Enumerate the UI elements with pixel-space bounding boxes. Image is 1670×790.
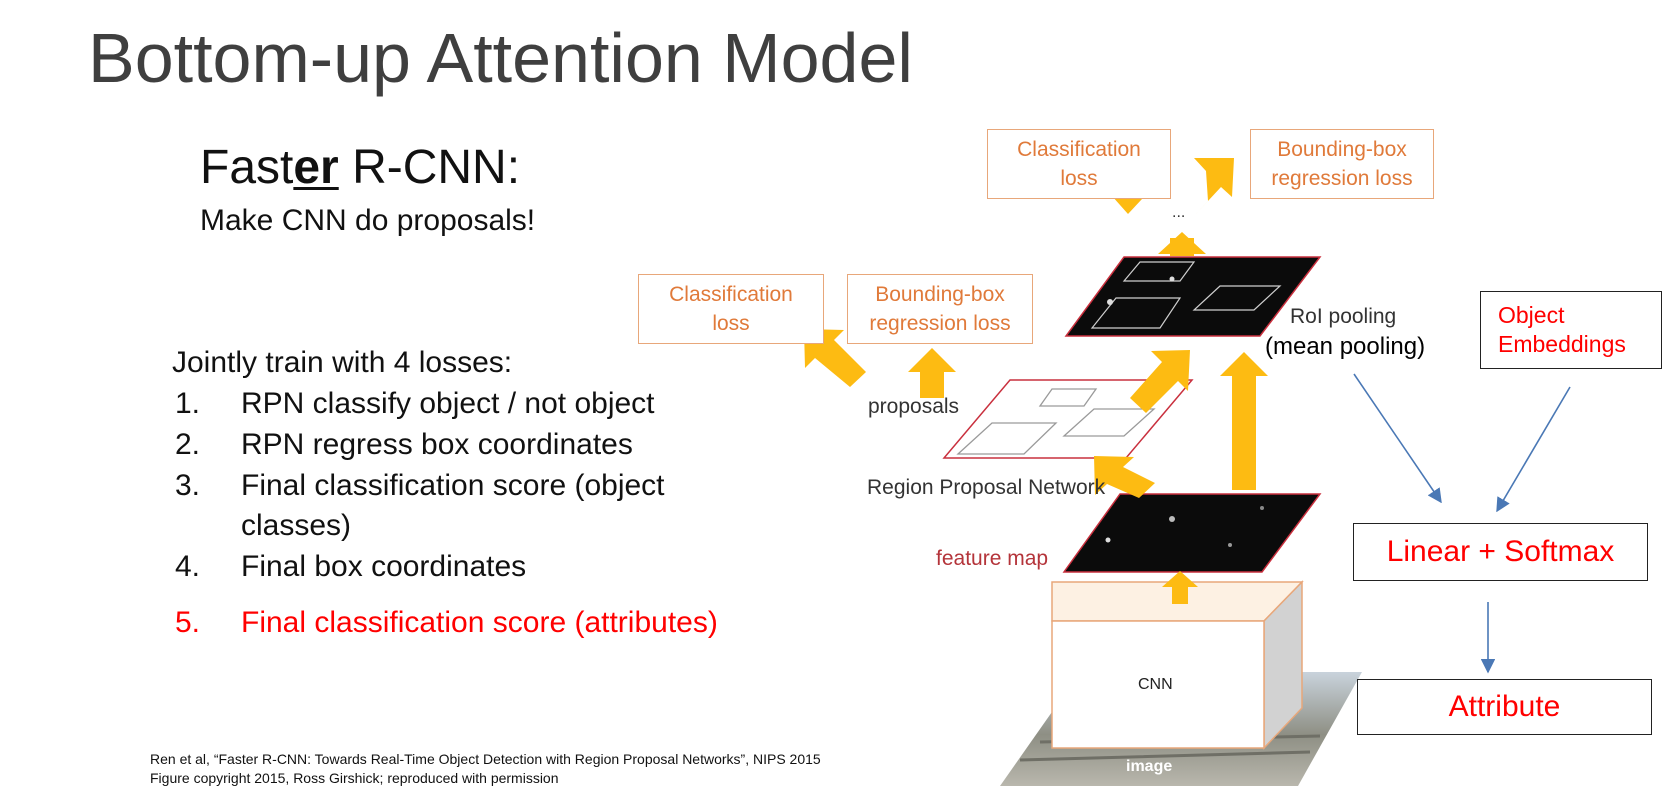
roi-box — [1192, 285, 1282, 311]
roi-speckle — [1107, 299, 1113, 305]
faster-rcnn-heading: Faster R-CNN: — [200, 140, 520, 195]
mean-pooling-label: (mean pooling) — [1265, 333, 1426, 360]
loss-box-line: loss — [712, 312, 750, 335]
arrow-to-top-bbox-loss — [1194, 158, 1234, 216]
proposal-box — [1038, 388, 1098, 407]
roi-pooling-label: RoI pooling — [1290, 305, 1397, 328]
feature-speckle — [1169, 516, 1175, 522]
feature-map-label: feature map — [936, 547, 1049, 570]
loss-number: 3. — [175, 469, 201, 502]
roi-box — [1122, 261, 1196, 282]
faster-suffix: R-CNN: — [338, 141, 521, 194]
loss-box-line: loss — [1060, 167, 1098, 190]
loss-text: classes) — [241, 509, 352, 542]
cnn-label: CNN — [1138, 676, 1173, 693]
roi-pooled-plane — [1064, 256, 1322, 337]
feature-map-plane — [1062, 493, 1322, 573]
loss-text: Final box coordinates — [241, 550, 527, 583]
arrow-roi-to-linear — [1353, 373, 1442, 504]
proposal-box — [956, 422, 1058, 455]
loss-box-line: regression loss — [869, 312, 1011, 335]
rpn-label: Region Proposal Network — [867, 476, 1106, 499]
loss-box-line: Bounding-box — [1277, 138, 1407, 161]
proposal-box — [1062, 408, 1156, 437]
cnn-box-front — [1051, 620, 1265, 749]
arrow-rpn-to-bbox-loss — [908, 348, 956, 398]
top-classification-loss-box: Classification loss — [987, 129, 1171, 199]
loss-text: Final classification score (object — [241, 469, 665, 502]
arrow-embeddings-to-linear — [1496, 386, 1571, 513]
faster-emphasis: er — [293, 141, 339, 194]
arrow-feature-to-rpn — [1094, 456, 1155, 498]
loss-box-line: Classification — [669, 283, 793, 306]
loss-number: 5. — [175, 606, 201, 639]
image-label: image — [1126, 758, 1173, 775]
attribute-box: Attribute — [1357, 679, 1652, 735]
loss-box-line: regression loss — [1271, 167, 1413, 190]
losses-intro: Jointly train with 4 losses: — [172, 346, 513, 379]
ellipsis-label: ... — [1172, 204, 1186, 221]
loss-text: RPN regress box coordinates — [241, 428, 633, 461]
proposals-label: proposals — [868, 395, 960, 418]
citation: Ren et al, “Faster R-CNN: Towards Real-T… — [150, 750, 821, 788]
linear-softmax-box: Linear + Softmax — [1353, 523, 1648, 581]
rpn-classification-loss-box: Classification loss — [638, 274, 824, 344]
rpn-bbox-loss-box: Bounding-box regression loss — [847, 274, 1033, 344]
loss-number: 1. — [175, 387, 201, 420]
loss-box-line: Bounding-box — [875, 283, 1005, 306]
arrow-image-to-cnn — [1162, 571, 1198, 604]
loss-number: 4. — [175, 550, 201, 583]
slide-title: Bottom-up Attention Model — [88, 19, 913, 97]
roi-box — [1090, 297, 1182, 329]
embeddings-line: Embeddings — [1498, 331, 1626, 357]
loss-box-line: Classification — [1017, 138, 1141, 161]
loss-text: Final classification score (attributes) — [241, 606, 718, 639]
arrow-proposals-to-roi — [1130, 350, 1190, 413]
roi-speckle — [1169, 276, 1175, 282]
embeddings-line: Object — [1498, 302, 1565, 328]
loss-text: RPN classify object / not object — [241, 387, 655, 420]
feature-speckle — [1260, 506, 1264, 510]
faster-subtitle: Make CNN do proposals! — [200, 204, 536, 237]
loss-number: 2. — [175, 428, 201, 461]
faster-prefix: Fast — [200, 141, 294, 194]
feature-speckle — [1228, 543, 1232, 547]
citation-line-1: Ren et al, “Faster R-CNN: Towards Real-T… — [150, 751, 821, 767]
object-embeddings-box: Object Embeddings — [1480, 291, 1662, 369]
roi-arrow-shaft — [1170, 238, 1194, 256]
arrow-feature-to-roi — [1220, 352, 1268, 490]
feature-speckle — [1105, 537, 1111, 543]
top-bbox-loss-box: Bounding-box regression loss — [1250, 129, 1434, 199]
citation-line-2: Figure copyright 2015, Ross Girshick; re… — [150, 770, 559, 786]
